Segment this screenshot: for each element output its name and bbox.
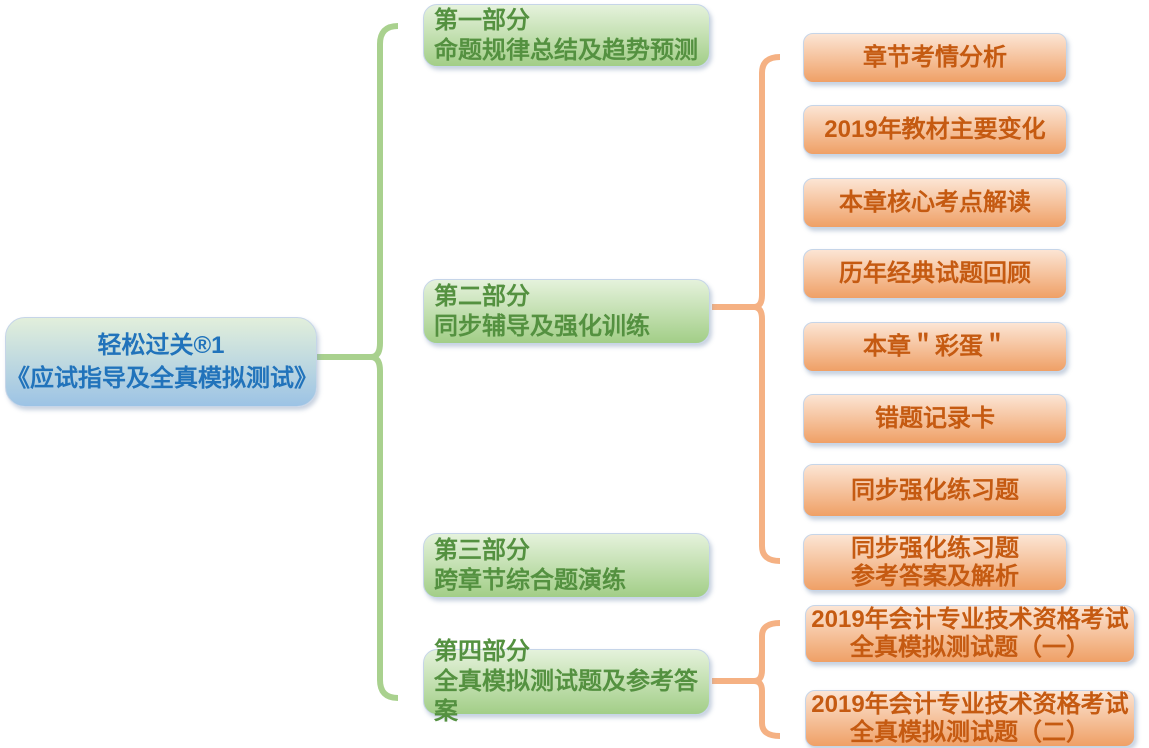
part-title: 第二部分	[434, 282, 530, 310]
mock-exam-label-line2: 全真模拟测试题（一）	[850, 634, 1090, 661]
chapter-item-node: 错题记录卡	[803, 394, 1067, 444]
part4-bracket-connector	[712, 620, 781, 739]
root-title-line1: 轻松过关®1	[97, 331, 225, 359]
root-bracket-connector	[317, 23, 399, 701]
part-title: 第四部分	[434, 638, 530, 665]
chapter-item-label: 同步强化练习题	[851, 476, 1019, 504]
chapter-item-node: 本章＂彩蛋＂	[803, 322, 1067, 372]
chapter-item-node: 章节考情分析	[803, 33, 1067, 83]
part-title: 第一部分	[434, 6, 530, 34]
chapter-item-label: 错题记录卡	[875, 405, 995, 433]
part3-node: 第三部分 跨章节综合题演练	[423, 533, 710, 598]
part-subtitle: 命题规律总结及趋势预测	[434, 36, 698, 64]
root-node: 轻松过关®1 《应试指导及全真模拟测试》	[5, 317, 318, 407]
mock-exam-node: 2019年会计专业技术资格考试 全真模拟测试题（二）	[805, 690, 1135, 747]
mock-exam-node: 2019年会计专业技术资格考试 全真模拟测试题（一）	[805, 605, 1135, 663]
chapter-item-node: 本章核心考点解读	[803, 178, 1067, 228]
part2-node: 第二部分 同步辅导及强化训练	[423, 279, 710, 344]
chapter-item-label: 历年经典试题回顾	[839, 260, 1031, 288]
part4-node: 第四部分 全真模拟测试题及参考答案	[423, 638, 710, 725]
mock-exam-label-line2: 全真模拟测试题（二）	[850, 718, 1090, 746]
chapter-item-node: 历年经典试题回顾	[803, 249, 1067, 299]
part-title: 第三部分	[434, 536, 530, 564]
chapter-item-label: 本章＂彩蛋＂	[863, 333, 1007, 361]
part-subtitle: 跨章节综合题演练	[434, 566, 626, 594]
part1-node: 第一部分 命题规律总结及趋势预测	[423, 4, 710, 67]
mock-exam-label-line1: 2019年会计专业技术资格考试	[811, 606, 1129, 634]
mock-exam-label-line1: 2019年会计专业技术资格考试	[811, 690, 1129, 718]
part2-bracket-connector	[712, 54, 781, 564]
chapter-item-node: 同步强化练习题	[803, 464, 1067, 517]
chapter-item-label: 参考答案及解析	[851, 562, 1019, 590]
chapter-item-label: 章节考情分析	[863, 44, 1007, 72]
part-subtitle: 同步辅导及强化训练	[434, 312, 650, 340]
chapter-item-label: 本章核心考点解读	[839, 189, 1031, 217]
chapter-item-label: 2019年教材主要变化	[824, 116, 1046, 144]
chapter-item-node: 2019年教材主要变化	[803, 105, 1067, 155]
chapter-item-label: 同步强化练习题	[851, 534, 1019, 562]
chapter-item-node: 同步强化练习题 参考答案及解析	[803, 534, 1067, 591]
part-subtitle: 全真模拟测试题及参考答案	[434, 668, 698, 725]
root-title-line2: 《应试指导及全真模拟测试》	[6, 365, 318, 392]
